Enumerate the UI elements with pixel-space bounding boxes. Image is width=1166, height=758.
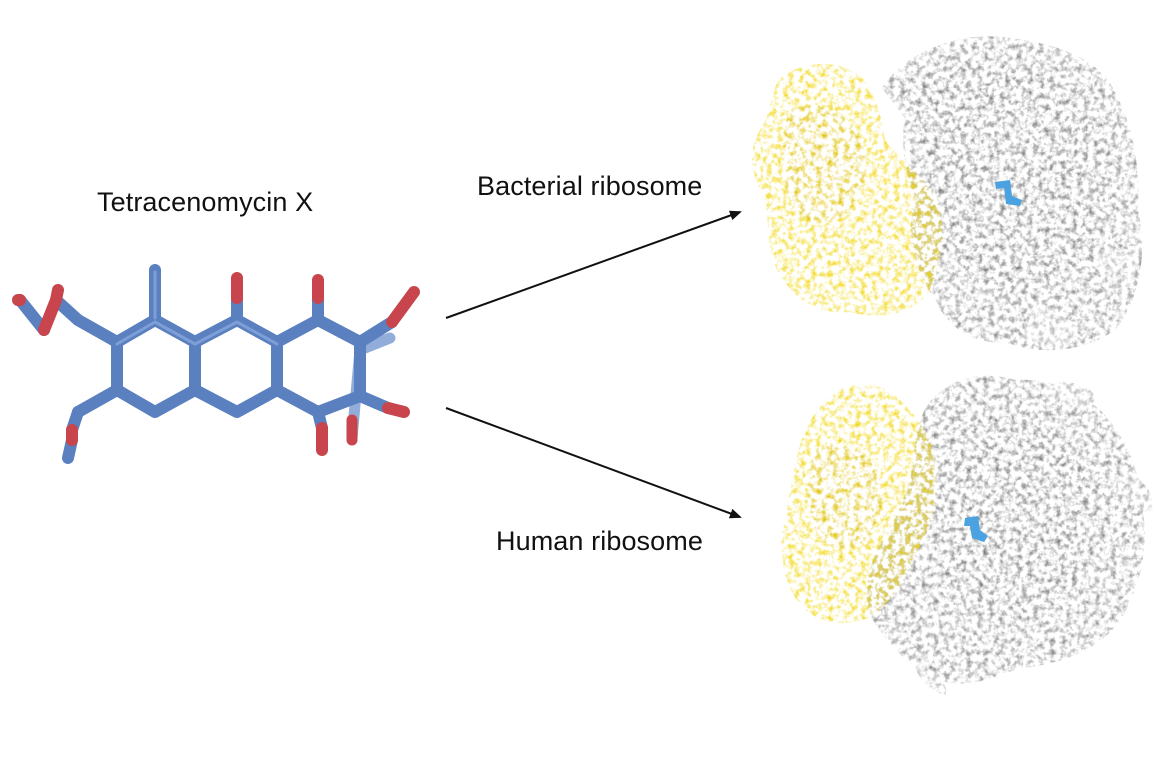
molecule-stick-model <box>12 264 420 464</box>
arrow-to-human <box>445 407 742 519</box>
molecule-name-label: Tetracenomycin X <box>97 187 314 217</box>
bacterial-ligand <box>995 180 1022 206</box>
human-ligand <box>964 516 988 542</box>
bacterial-ribosome-label: Bacterial ribosome <box>477 171 703 201</box>
human-ribosome-map <box>781 375 1153 695</box>
bacterial-ribosome-map <box>752 36 1143 351</box>
arrow-to-bacterial <box>445 210 742 319</box>
arrows <box>445 210 742 519</box>
human-ribosome-label: Human ribosome <box>496 526 703 556</box>
